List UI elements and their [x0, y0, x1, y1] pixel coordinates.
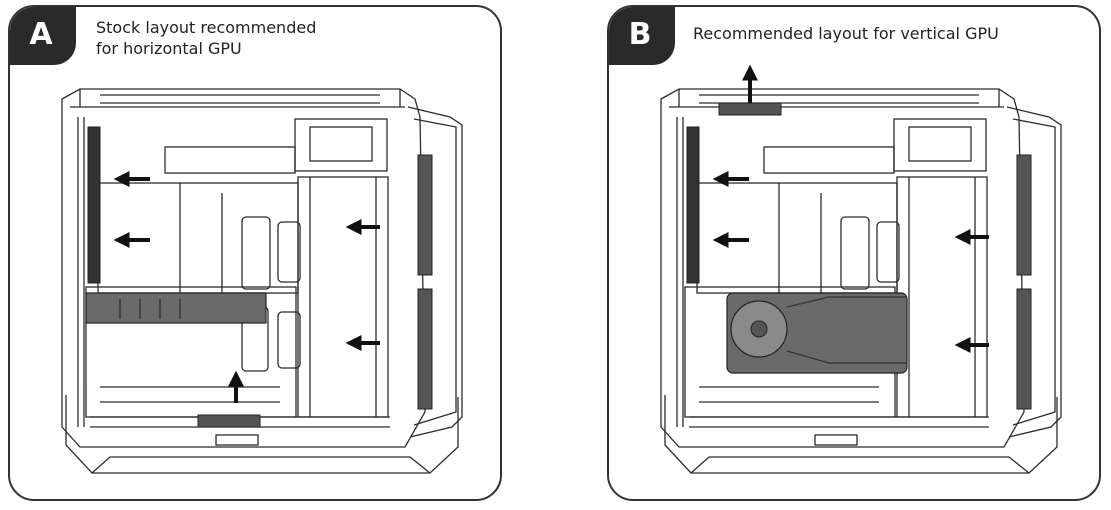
top-fan [718, 102, 782, 116]
panel-b-label: B [628, 17, 652, 52]
rear-fan [686, 126, 700, 284]
panel-a-tab: A [10, 7, 76, 65]
bottom-fan [197, 414, 261, 428]
front-fans [417, 154, 433, 410]
panel-b: B Recommended layout for vertical GPU [607, 5, 1101, 501]
panel-a: A Stock layout recommended for horizonta… [8, 5, 502, 501]
front-fans [1016, 154, 1032, 410]
panel-a-caption: Stock layout recommended for horizontal … [96, 17, 396, 59]
rear-fan [87, 126, 101, 284]
gpu-fins [119, 299, 181, 319]
panel-a-caption-line1: Stock layout recommended [96, 18, 317, 37]
gpu-fan-hub [750, 320, 768, 338]
horizontal-gpu [85, 292, 267, 324]
panel-a-label: A [29, 17, 53, 52]
case-diagram-b [660, 64, 1062, 474]
gpu-shroud [786, 296, 907, 364]
case-outline [61, 88, 463, 474]
case-diagram-a [61, 88, 463, 474]
panel-a-caption-line2: for horizontal GPU [96, 39, 242, 58]
case-outline [660, 88, 1062, 474]
panel-b-caption: Recommended layout for vertical GPU [693, 24, 999, 43]
panel-b-tab: B [609, 7, 675, 65]
